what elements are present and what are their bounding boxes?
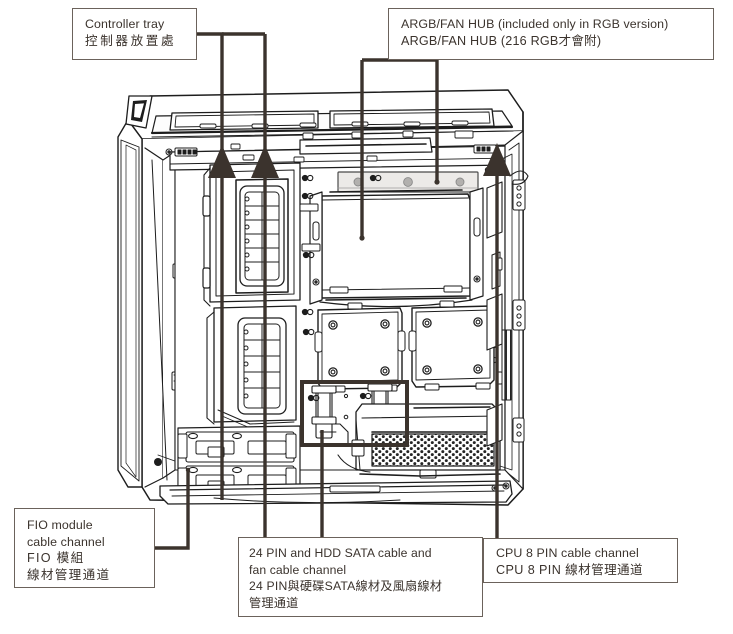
callout-24pin-hdd-sata: 24 PIN and HDD SATA cable and fan cable … <box>238 537 483 617</box>
callout-controller-tray: Controller tray 控制器放置處 <box>72 8 197 60</box>
callout-fio-module: FIO module cable channel FIO 模組 線材管理通道 <box>14 508 155 588</box>
callout-fio-module-en-0: FIO module <box>27 518 93 532</box>
leader-dots <box>185 179 440 473</box>
callout-fio-module-zh-1: 線材管理通道 <box>27 568 111 582</box>
leader-arrowheads <box>208 143 511 178</box>
callout-24pin-zh-0: 24 PIN與硬碟SATA線材及風扇線材 <box>249 579 443 593</box>
callout-fio-module-zh-0: FIO 模組 <box>27 551 85 565</box>
callout-controller-tray-zh-0: 控制器放置處 <box>85 33 177 48</box>
callout-argb-fan-hub-en-0: ARGB/FAN HUB (included only in RGB versi… <box>401 17 669 31</box>
callout-controller-tray-en-0: Controller tray <box>85 17 165 31</box>
callout-24pin-en-0: 24 PIN and HDD SATA cable and <box>249 546 432 560</box>
callout-24pin-en-1: fan cable channel <box>249 562 347 577</box>
callout-argb-fan-hub-zh-0: ARGB/FAN HUB (216 RGB才會附) <box>401 33 602 48</box>
callout-cpu-8pin-zh-0: CPU 8 PIN 線材管理通道 <box>496 562 644 577</box>
callout-cpu-8pin: CPU 8 PIN cable channel CPU 8 PIN 線材管理通道 <box>483 538 678 583</box>
callout-cpu-8pin-en-0: CPU 8 PIN cable channel <box>496 546 639 560</box>
leader-fio <box>155 470 190 550</box>
callout-argb-fan-hub: ARGB/FAN HUB (included only in RGB versi… <box>388 8 714 60</box>
callout-fio-module-en-1: cable channel <box>27 534 105 549</box>
callout-24pin-zh-1: 管理通道 <box>249 596 299 610</box>
cable-channel-highlight <box>300 380 409 447</box>
